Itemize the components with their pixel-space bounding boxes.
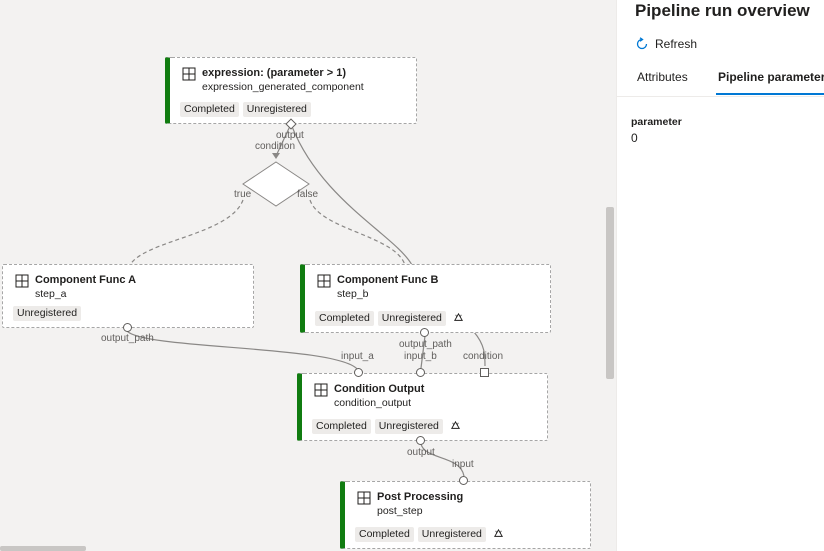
registration-badge: Unregistered	[377, 311, 446, 326]
node-condition-output[interactable]: Condition Output condition_output Comple…	[297, 373, 548, 441]
horizontal-scrollbar[interactable]	[0, 546, 86, 551]
status-badge: Completed	[355, 527, 414, 542]
port-label-cond-condition: condition	[463, 351, 504, 362]
port-label-input-b: input_b	[404, 351, 437, 362]
port-label-expr-output: output	[276, 130, 304, 141]
port-cond-input-b[interactable]	[416, 368, 425, 377]
node-header: expression: (parameter > 1) expression_g…	[182, 66, 364, 94]
node-component-func-a[interactable]: Component Func A step_a Unregistered	[2, 264, 254, 328]
node-expression[interactable]: expression: (parameter > 1) expression_g…	[165, 57, 417, 124]
vertical-scrollbar[interactable]	[606, 207, 614, 379]
node-subtitle: post_step	[377, 505, 423, 517]
port-label-b-output: output_path	[399, 339, 452, 350]
node-post-processing[interactable]: Post Processing post_step Completed Unre…	[340, 481, 591, 549]
edge-arrow	[272, 153, 280, 159]
panel-title: Pipeline run overview	[635, 1, 810, 20]
port-cond-input-a[interactable]	[354, 368, 363, 377]
node-title: Component Func B	[337, 274, 439, 286]
node-header: Post Processing post_step	[357, 490, 463, 518]
node-title: expression: (parameter > 1)	[202, 67, 346, 79]
node-badges: Completed Unregistered	[355, 527, 505, 542]
component-icon	[182, 67, 196, 81]
port-label-condition: condition	[255, 141, 296, 152]
node-badges: Unregistered	[13, 306, 82, 321]
panel-tabs: Attributes Pipeline parameters	[617, 64, 824, 97]
component-icon	[317, 274, 331, 288]
component-icon	[15, 274, 29, 288]
node-subtitle: expression_generated_component	[202, 81, 364, 93]
edge-expr-to-condition	[275, 123, 292, 157]
node-header: Component Func B step_b	[317, 273, 438, 301]
node-title: Post Processing	[377, 491, 464, 503]
status-badge: Completed	[180, 102, 239, 117]
parameter-value: 0	[631, 131, 638, 145]
node-badges: Completed Unregistered	[312, 419, 462, 434]
registration-badge: Unregistered	[13, 306, 82, 321]
node-title: Condition Output	[334, 383, 425, 395]
edge-a-to-cond	[126, 330, 359, 371]
node-header: Condition Output condition_output	[314, 382, 424, 410]
port-label-cond-output: output	[407, 447, 435, 458]
run-overview-panel: Pipeline run overview Refresh Attributes…	[616, 0, 824, 551]
recycle-icon	[453, 312, 463, 321]
graph-edges	[126, 123, 486, 477]
recycle-icon	[493, 528, 503, 537]
edge-false-to-b	[309, 199, 406, 266]
node-badges: Completed Unregistered	[180, 102, 311, 117]
node-component-func-b[interactable]: Component Func B step_b Completed Unregi…	[300, 264, 551, 333]
port-label-a-output: output_path	[101, 333, 154, 344]
port-cond-condition[interactable]	[480, 368, 489, 377]
node-subtitle: step_a	[35, 288, 67, 300]
edge-expr-to-b	[290, 123, 413, 266]
tab-pipeline-parameters[interactable]: Pipeline parameters	[718, 70, 824, 84]
active-tab-indicator	[716, 93, 824, 95]
port-label-input-a: input_a	[341, 351, 374, 362]
port-a-output[interactable]	[123, 323, 132, 332]
refresh-button[interactable]: Refresh	[635, 37, 697, 51]
port-b-output[interactable]	[420, 328, 429, 337]
branch-label-true: true	[234, 189, 252, 200]
node-header: Component Func A step_a	[15, 273, 136, 301]
status-badge: Completed	[312, 419, 371, 434]
registration-badge: Unregistered	[374, 419, 443, 434]
component-icon	[314, 383, 328, 397]
port-cond-output[interactable]	[416, 436, 425, 445]
registration-badge: Unregistered	[242, 102, 311, 117]
node-subtitle: step_b	[337, 288, 369, 300]
node-badges: Completed Unregistered	[315, 311, 465, 326]
component-icon	[357, 491, 371, 505]
edge-b-to-cond-input-b	[420, 335, 426, 369]
registration-badge: Unregistered	[417, 527, 486, 542]
refresh-icon	[636, 37, 648, 50]
tab-attributes[interactable]: Attributes	[637, 70, 688, 84]
parameter-name: parameter	[631, 116, 682, 128]
port-post-input[interactable]	[459, 476, 468, 485]
recycle-icon	[450, 420, 460, 429]
edge-true-to-a	[129, 199, 244, 266]
node-title: Component Func A	[35, 274, 137, 286]
refresh-label: Refresh	[655, 37, 698, 51]
branch-label-false: false	[297, 189, 319, 200]
port-label-post-input: input	[452, 459, 474, 470]
edge-cond-to-post	[420, 443, 465, 477]
node-subtitle: condition_output	[334, 397, 412, 409]
status-badge: Completed	[315, 311, 374, 326]
condition-diamond	[242, 161, 310, 207]
edge-b-to-cond-condition	[473, 331, 486, 367]
pipeline-canvas[interactable]: expression: (parameter > 1) expression_g…	[0, 0, 616, 551]
